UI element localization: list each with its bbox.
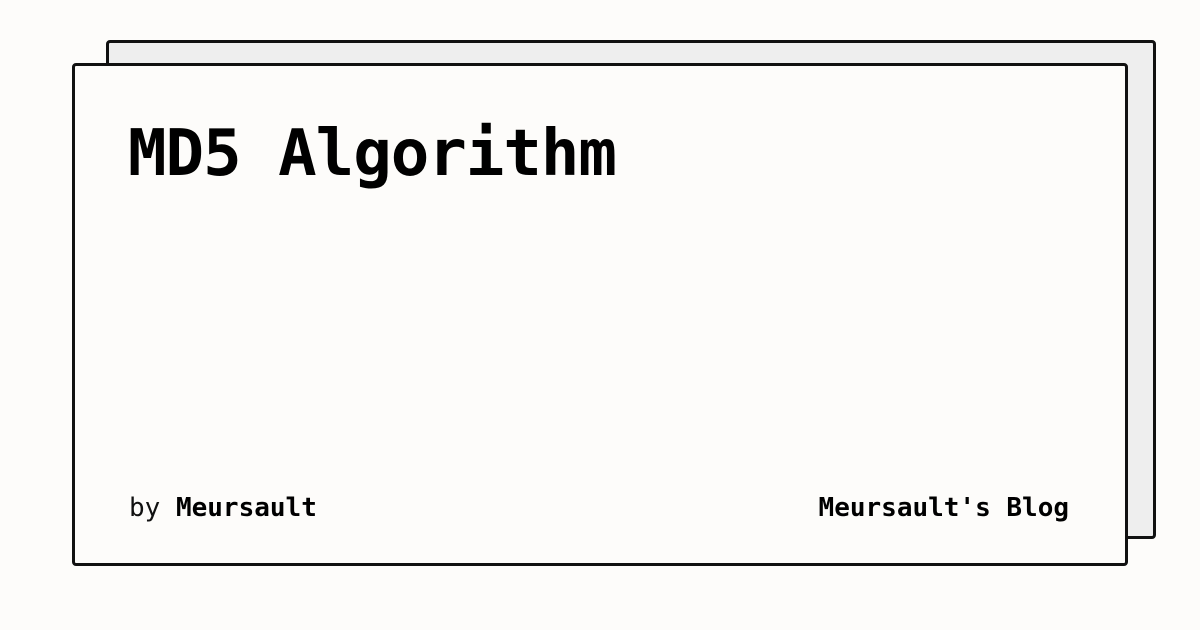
post-card: MD5 Algorithm by Meursault Meursault's B… — [72, 63, 1128, 566]
byline-prefix: by — [129, 493, 161, 523]
byline: by Meursault — [129, 491, 317, 525]
blog-name: Meursault's Blog — [818, 493, 1069, 523]
post-title: MD5 Algorithm — [128, 117, 617, 191]
author-name: Meursault — [175, 493, 317, 523]
